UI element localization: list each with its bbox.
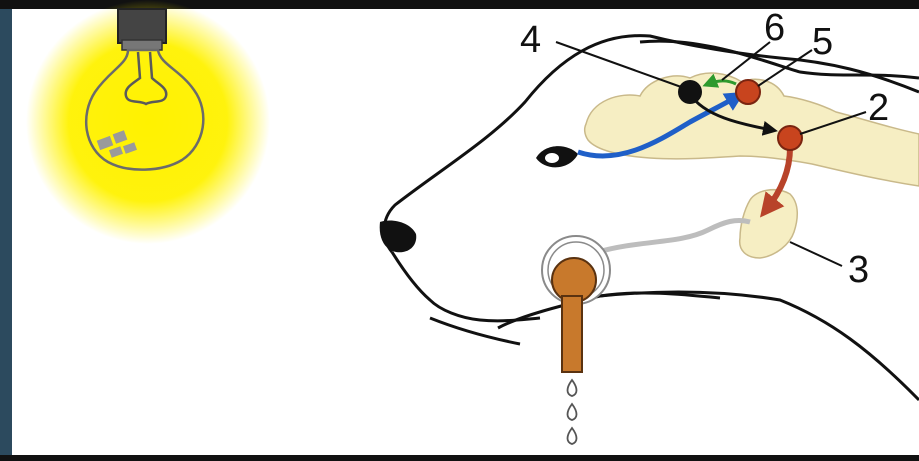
label-4: 4 (520, 19, 541, 61)
fistula-tube (562, 296, 582, 372)
saliva-drop (568, 380, 577, 396)
bulb-socket-ring (122, 40, 162, 50)
saliva-drop (568, 404, 577, 420)
label-3: 3 (848, 249, 869, 291)
nerve-center-4 (678, 80, 702, 104)
bulb-socket (118, 9, 166, 43)
eye-icon (536, 146, 578, 167)
leader-line-4 (556, 42, 684, 88)
dog-neck-contour (600, 292, 919, 400)
label-2: 2 (868, 87, 889, 129)
nose-icon (380, 221, 417, 253)
frame-left-bar (0, 0, 12, 461)
label-5: 5 (812, 21, 833, 63)
leader-line-3 (790, 242, 842, 266)
frame-bottom-bar (0, 455, 919, 461)
nerve-center-2 (778, 126, 802, 150)
dog-snout-lower-contour (392, 252, 540, 321)
dog-lip-line (498, 293, 720, 328)
saliva-drops-icon (568, 380, 577, 444)
light-bulb-icon (26, 0, 270, 244)
label-6: 6 (764, 7, 785, 49)
nerve-center-5 (736, 80, 760, 104)
salivary-duct (598, 220, 750, 252)
salivary-fistula-tube-icon (542, 236, 610, 372)
saliva-drop (568, 428, 577, 444)
